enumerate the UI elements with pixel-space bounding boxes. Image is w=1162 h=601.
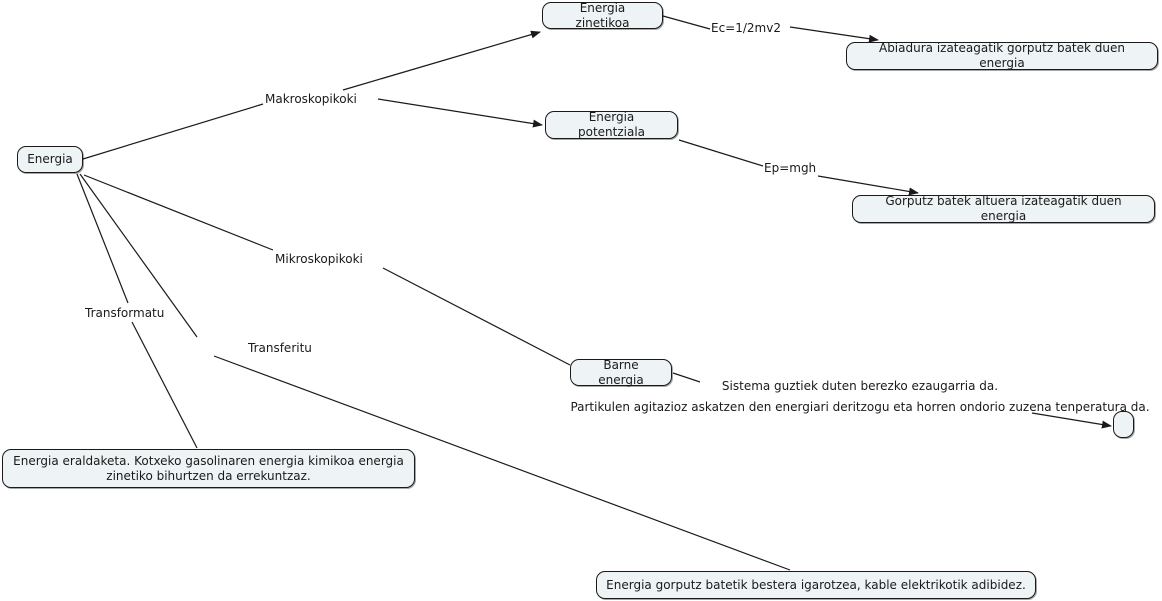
node-energia-eraldaketa[interactable]: Energia eraldaketa. Kotxeko gasolinaren … — [2, 449, 415, 488]
node-abiadura-energia[interactable]: Abiadura izateagatik gorputz batek duen … — [846, 41, 1158, 70]
edge-label-transformatu-label[interactable]: Transformatu — [85, 306, 165, 320]
node-label: Energia potentziala — [577, 110, 646, 139]
edge-transformatu-to-eraldaketa — [131, 321, 198, 449]
node-energia[interactable]: Energia — [17, 146, 83, 173]
node-label: Gorputz batek altuera izateagatik duen e… — [885, 194, 1122, 223]
edge-barne-to-text — [672, 372, 701, 383]
edge-label-makroskopikoki-label[interactable]: Makroskopikoki — [265, 92, 357, 106]
node-energia-transferentzia[interactable]: Energia gorputz batetik bestera igarotze… — [596, 571, 1036, 599]
edge-energia-to-makroskopikoki — [82, 103, 264, 160]
node-label: Energia — [27, 152, 73, 166]
edge-label-mikroskopikoki-label[interactable]: Mikroskopikoki — [275, 252, 363, 266]
node-barne-energia[interactable]: Barne energia — [570, 357, 672, 387]
node-label: Energia gorputz batetik bestera igarotze… — [606, 577, 1026, 592]
node-energia-potentziala[interactable]: Energia potentziala — [545, 110, 678, 139]
node-label: Energia zinetikoa — [575, 0, 630, 30]
node-label: Abiadura izateagatik gorputz batek duen … — [878, 41, 1125, 70]
free-text-barne-text: Sistema guztiek duten berezko ezaugarria… — [570, 379, 1150, 414]
edge-text-to-tenperatura — [1031, 412, 1112, 429]
node-label: Barne energia — [598, 357, 644, 387]
edge-transferitu-to-transferentzia — [213, 355, 791, 571]
node-label: Energia eraldaketa. Kotxeko gasolinaren … — [13, 453, 404, 483]
edge-label-ec-label[interactable]: Ec=1/2mv2 — [711, 21, 781, 35]
edge-ec-label-to-abiadura — [789, 26, 879, 43]
node-tenperatura-empty[interactable] — [1113, 411, 1134, 438]
edge-energia-to-transformatu — [76, 173, 129, 304]
edge-mikroskopikoki-to-barne — [382, 267, 571, 366]
node-energia-zinetikoa[interactable]: Energia zinetikoa — [542, 0, 663, 30]
edge-energia-to-transferitu — [79, 173, 198, 338]
edge-makroskopikoki-to-zinetikoa — [342, 30, 541, 91]
edge-energia-to-mikroskopikoki — [83, 174, 274, 251]
edge-zinetikoa-to-ec-label — [662, 15, 711, 30]
edge-ep-label-to-altuera — [817, 175, 919, 196]
node-altuera-energia[interactable]: Gorputz batek altuera izateagatik duen e… — [852, 194, 1155, 223]
edge-label-transferitu-label[interactable]: Transferitu — [248, 341, 312, 355]
edge-potentziala-to-ep-label — [678, 139, 764, 167]
edge-makroskopikoki-to-potentziala — [377, 98, 543, 128]
edge-label-ep-label[interactable]: Ep=mgh — [764, 161, 817, 175]
